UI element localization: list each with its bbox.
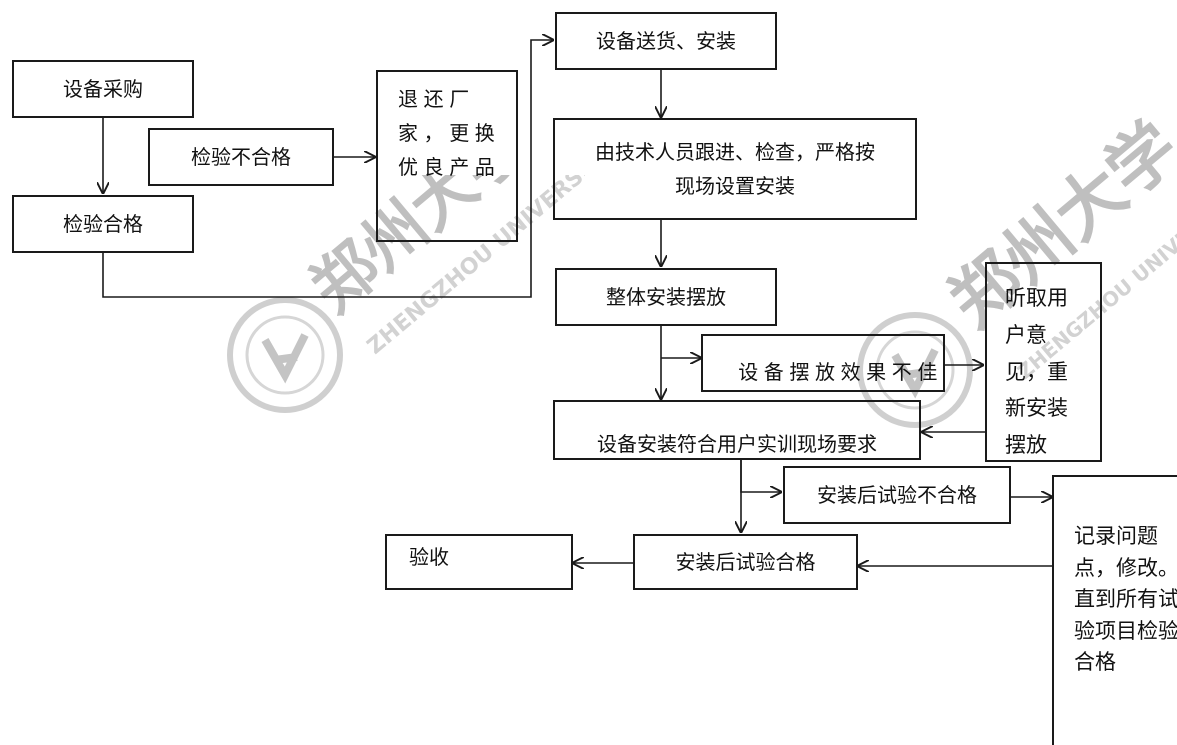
node-inspect-fail-label: 检验不合格 bbox=[191, 144, 291, 169]
node-acceptance-label: 验收 bbox=[409, 545, 449, 569]
node-tech-install: 由技术人员跟进、检查，严格按现场设置安装 bbox=[553, 118, 917, 220]
node-overall-place: 整体安装摆放 bbox=[555, 268, 777, 326]
node-inspect-fail: 检验不合格 bbox=[148, 128, 334, 186]
node-test-fail: 安装后试验不合格 bbox=[783, 466, 1011, 524]
node-test-pass: 安装后试验合格 bbox=[633, 534, 858, 590]
node-meets-requirements-label: 设备安装符合用户实训现场要求 bbox=[597, 432, 877, 456]
node-record-issues-label: 记录问题点，修改。直到所有试验项目检验合格 bbox=[1074, 524, 1177, 674]
node-overall-place-label: 整体安装摆放 bbox=[606, 284, 726, 309]
node-inspect-pass-label: 检验合格 bbox=[63, 211, 143, 236]
node-delivery: 设备送货、安装 bbox=[555, 12, 777, 70]
node-return-factory-label: 退还厂家，更换优良产品 bbox=[398, 87, 501, 179]
node-place-poor: 设备摆放效果不佳 bbox=[701, 334, 945, 392]
node-tech-install-label: 由技术人员跟进、检查，严格按现场设置安装 bbox=[595, 140, 875, 198]
flowchart-page: { "nodes": { "purchase": "设备采购", "inspec… bbox=[12, 12, 1177, 745]
node-purchase: 设备采购 bbox=[12, 60, 194, 118]
arrow-meets-to-testfail bbox=[740, 460, 781, 492]
node-purchase-label: 设备采购 bbox=[63, 76, 143, 101]
node-meets-requirements: 设备安装符合用户实训现场要求 bbox=[553, 400, 921, 460]
node-test-fail-label: 安装后试验不合格 bbox=[817, 482, 977, 507]
node-user-opinion-label: 听取用户意见，重新安装摆放 bbox=[1005, 286, 1068, 457]
node-delivery-label: 设备送货、安装 bbox=[596, 28, 736, 53]
node-return-factory: 退还厂家，更换优良产品 bbox=[376, 70, 518, 242]
node-acceptance: 验收 bbox=[385, 534, 573, 590]
node-record-issues: 记录问题点，修改。直到所有试验项目检验合格 bbox=[1052, 475, 1177, 745]
node-place-poor-label: 设备摆放效果不佳 bbox=[738, 360, 943, 384]
node-user-opinion: 听取用户意见，重新安装摆放 bbox=[985, 262, 1102, 462]
arrow-pass-to-delivery bbox=[102, 40, 553, 298]
node-inspect-pass: 检验合格 bbox=[12, 195, 194, 253]
node-test-pass-label: 安装后试验合格 bbox=[675, 549, 816, 574]
